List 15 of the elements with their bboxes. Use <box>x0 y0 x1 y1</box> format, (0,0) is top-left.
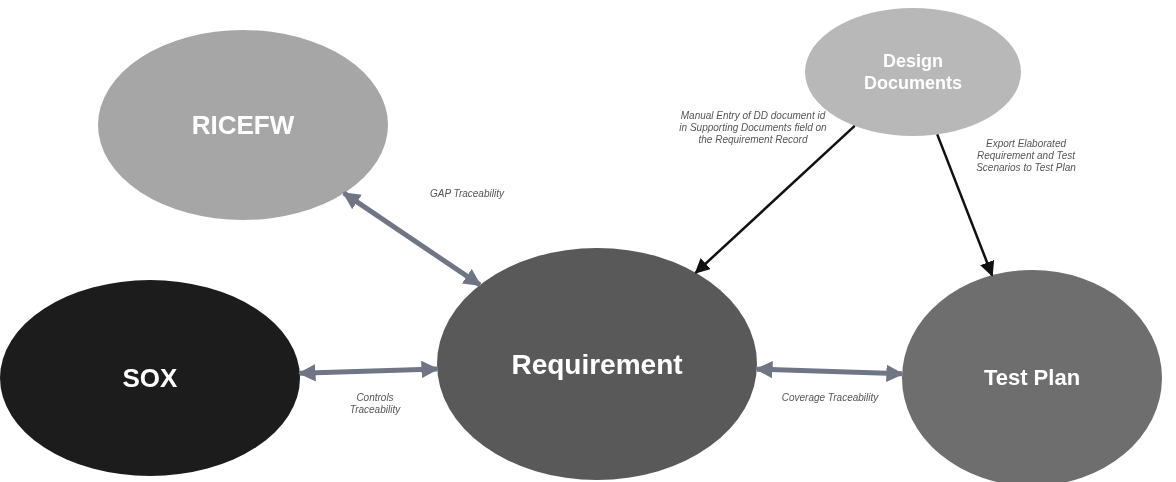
node-label: RICEFW <box>190 108 296 142</box>
node-label: Requirement <box>510 347 684 382</box>
edge-label: Export Elaborated Requirement and Test Scenarios to Test Plan <box>975 138 1077 174</box>
edge-label: Manual Entry of DD document id in Supporting Documents field on the Requirement Record <box>678 110 828 146</box>
arrow <box>342 191 482 288</box>
edge-label: Coverage Traceability <box>780 392 880 404</box>
arrow <box>936 133 995 277</box>
arrow <box>298 360 439 382</box>
node-label: SOX <box>121 361 179 395</box>
edge-label: Controls Traceability <box>348 392 402 416</box>
arrow <box>755 360 904 383</box>
node-label: Test Plan <box>982 364 1082 392</box>
arrow <box>694 124 856 274</box>
edge-label: GAP Traceability <box>430 188 506 200</box>
node-label: Design Documents <box>863 49 963 95</box>
